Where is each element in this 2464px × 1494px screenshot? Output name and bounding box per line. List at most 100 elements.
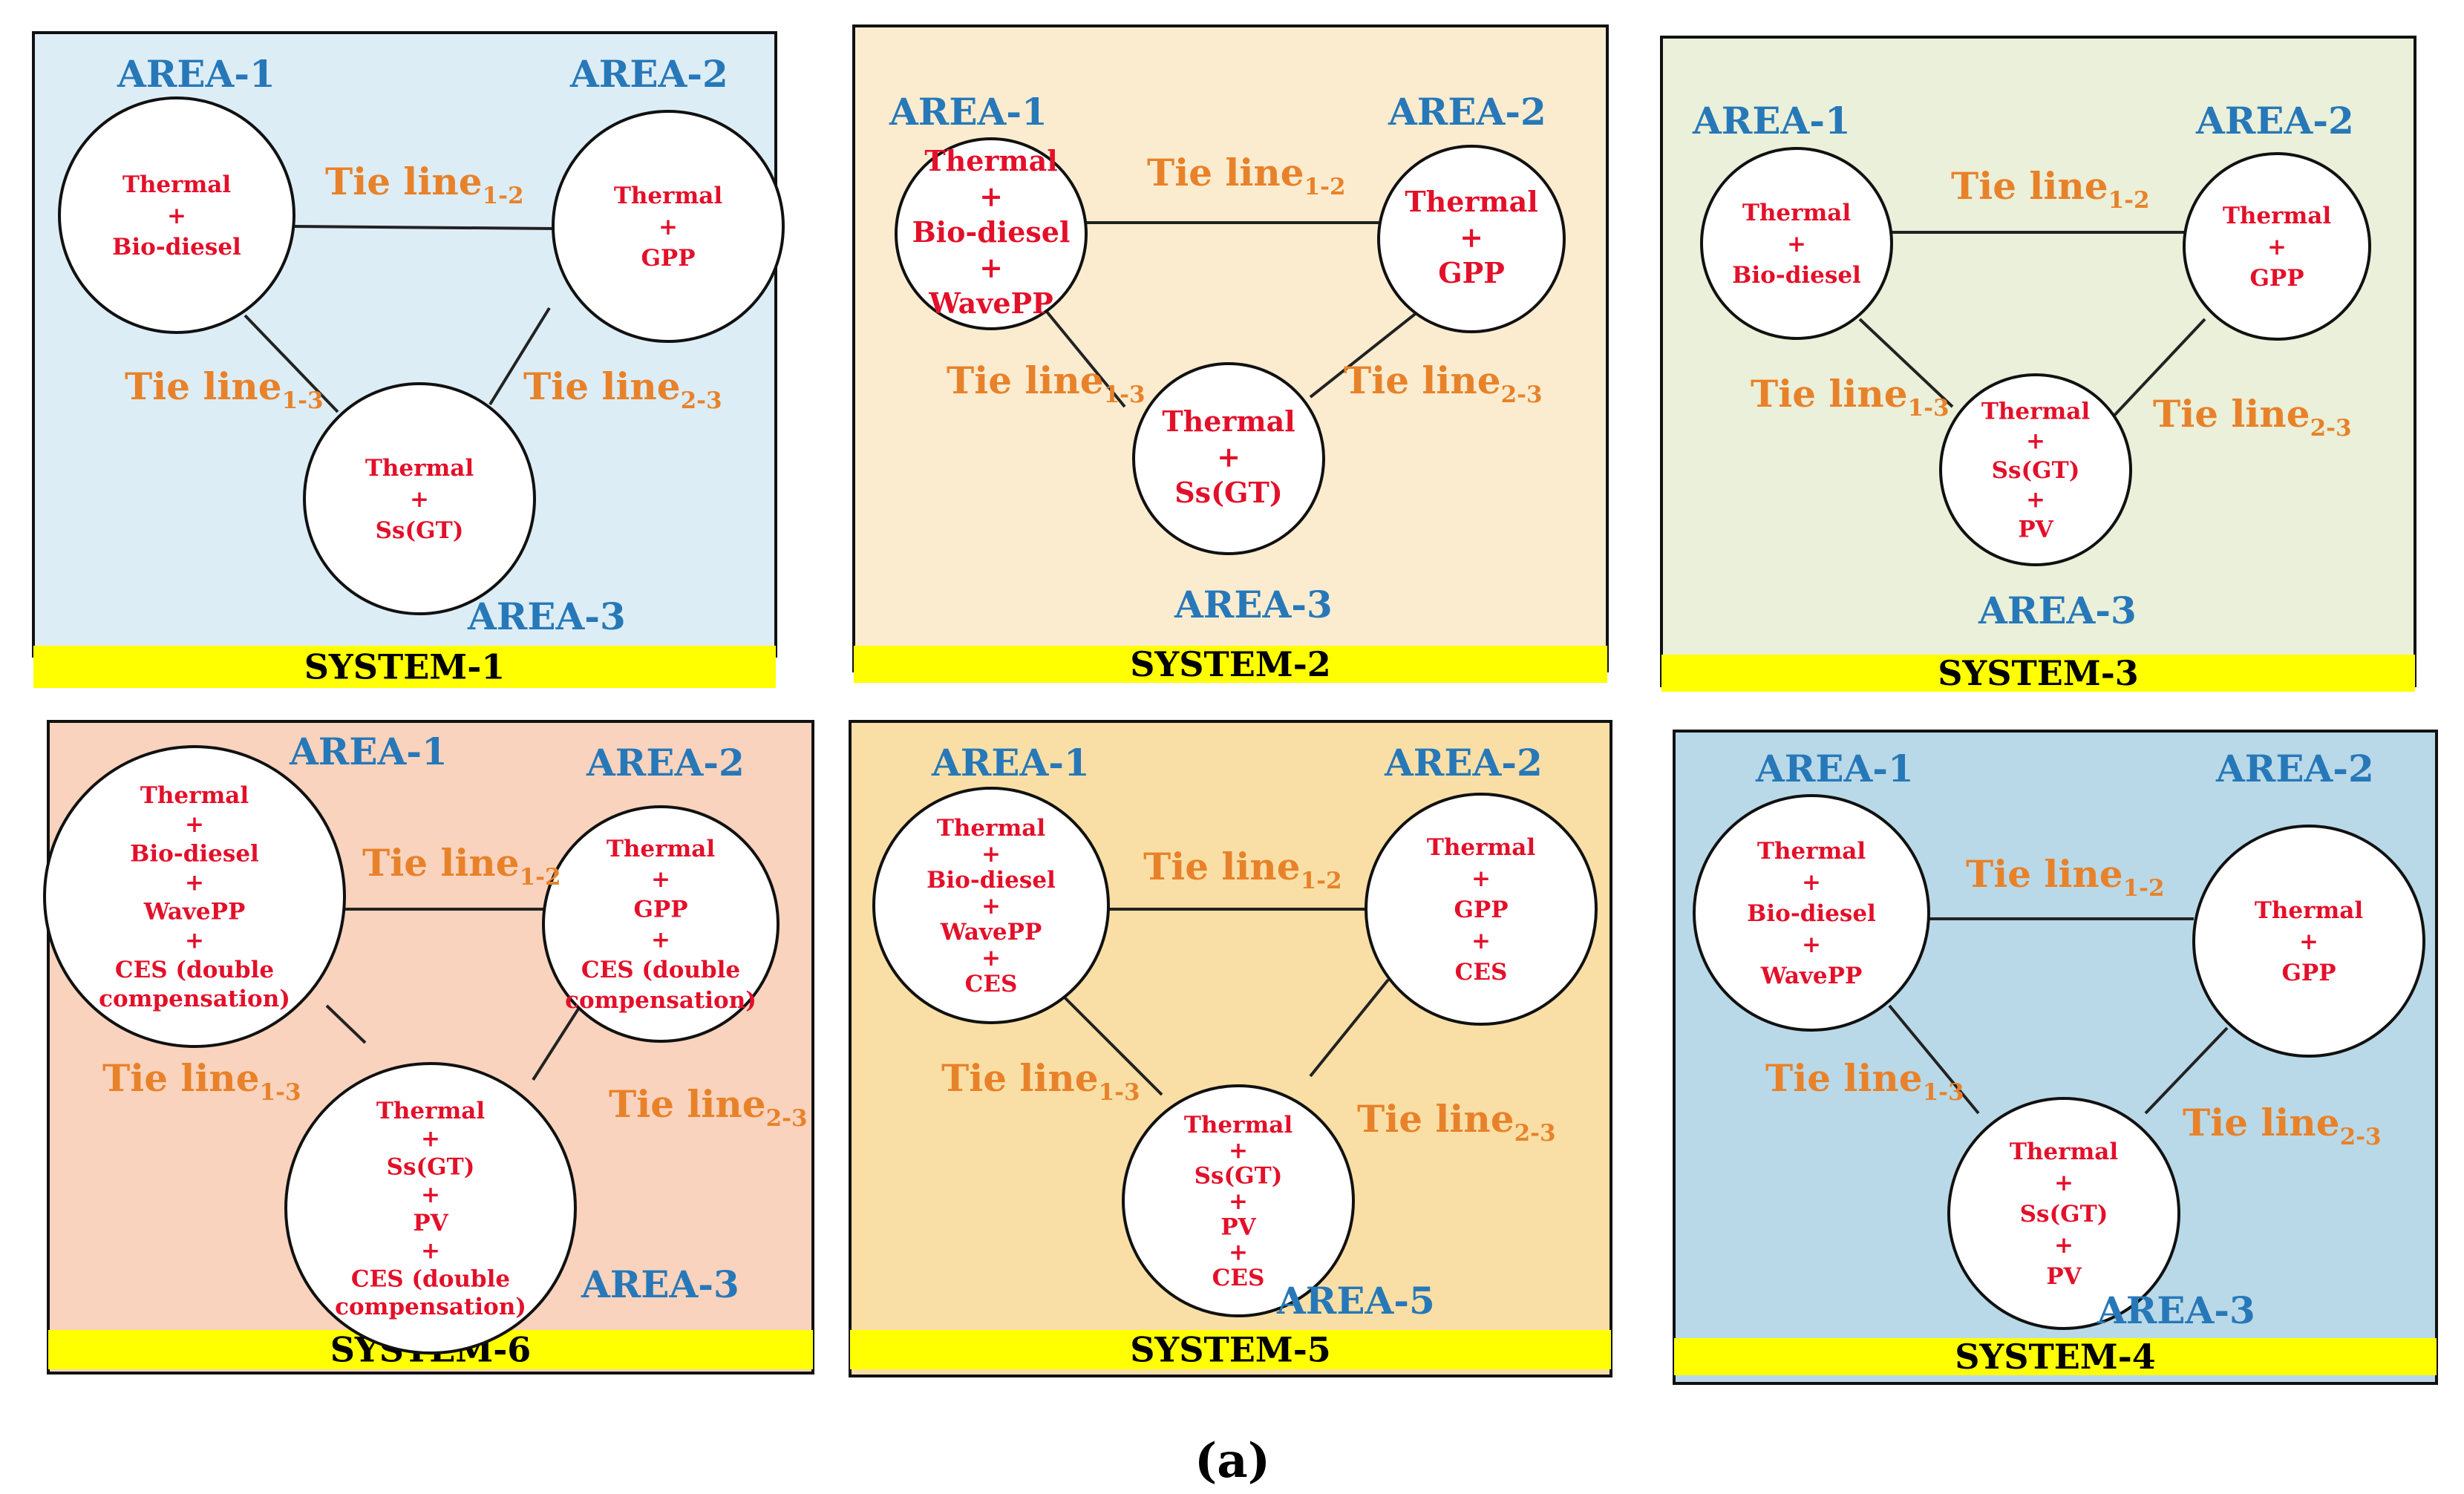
panel-background <box>1660 36 2416 687</box>
area-label: AREA-5 <box>1276 1279 1435 1323</box>
panel-background <box>852 24 1609 672</box>
tie-line-connector-2 <box>244 314 339 413</box>
tie-line-label: Tie line1-3 <box>947 358 1146 408</box>
tie-line-connector-3 <box>1309 978 1390 1078</box>
area-component-text: + <box>1802 931 1821 958</box>
system-title-bar <box>1674 1338 2437 1375</box>
tie-line-label: Tie line2-3 <box>609 1082 808 1132</box>
tie-line-connector-3 <box>532 1000 584 1081</box>
tie-line-text: Tie line <box>523 364 681 408</box>
tie-line-subscript: 2-3 <box>1514 1120 1556 1147</box>
tie-line-subscript: 1-2 <box>2108 187 2150 214</box>
tie-line-text: Tie line <box>1765 1056 1923 1100</box>
area-circle <box>895 137 1088 330</box>
area-component-text: + <box>421 1238 440 1265</box>
area-component-text: GPP <box>2249 265 2304 292</box>
tie-line-connector-2 <box>1858 318 1954 408</box>
tie-line-text: Tie line <box>947 358 1104 402</box>
system-panel-5: SYSTEM-5 Thermal+Bio-diesel+WavePP+CES ARE… <box>849 720 1612 1377</box>
tie-line-label: Tie line1-3 <box>125 364 324 414</box>
tie-line-label: Tie line1-3 <box>102 1056 301 1106</box>
area-component-text: + <box>185 811 204 838</box>
area-node-1: Thermal+Bio-diesel+WavePP <box>895 137 1088 330</box>
area-component-text: Thermal <box>2223 203 2331 229</box>
area-node-1: Thermal+Bio-diesel+WavePP+CES <box>872 787 1110 1024</box>
area-node-3: Thermal+Ss(GT) <box>1132 362 1325 555</box>
system-panel-1: SYSTEM-1Thermal+Bio-dieselAREA-1Thermal+… <box>32 31 785 688</box>
area-component-text: + <box>1471 865 1491 892</box>
tie-line-label: Tie line1-2 <box>362 841 561 891</box>
tie-line-subscript: 2-3 <box>766 1105 808 1132</box>
area-component-text: Thermal <box>924 144 1057 177</box>
area-component-text: Thermal <box>1405 185 1537 218</box>
area-component-text: CES <box>965 971 1018 997</box>
area-circle <box>43 745 346 1048</box>
tie-line-label: Tie line2-3 <box>1357 1097 1556 1147</box>
tie-line-subscript: 1-3 <box>1908 395 1950 422</box>
tie-line-label: Tie line1-3 <box>1751 372 1950 422</box>
area-component-text: + <box>981 945 1001 972</box>
system-title: SYSTEM-5 <box>1130 1330 1331 1370</box>
area-component-text: GPP <box>641 245 695 272</box>
area-label: AREA-2 <box>586 741 745 784</box>
tie-line-text: Tie line <box>362 841 520 885</box>
area-component-text: + <box>1217 440 1241 474</box>
area-component-text: GPP <box>633 897 687 923</box>
area-component-text: WavePP <box>143 899 246 925</box>
area-component-text: Ss(GT) <box>2020 1201 2108 1228</box>
area-component-text: + <box>2054 1170 2074 1196</box>
area-node-1: Thermal+Bio-diesel <box>58 96 295 334</box>
area-circle <box>303 382 536 615</box>
tie-line-subscript: 1-2 <box>2123 875 2165 902</box>
tie-line-subscript: 2-3 <box>681 387 722 414</box>
area-component-text: + <box>1460 220 1483 254</box>
area-label: AREA-1 <box>289 730 448 773</box>
area-component-text: Thermal <box>1162 404 1295 438</box>
area-node-1: Thermal+Bio-diesel <box>1700 147 1893 340</box>
tie-line-connector-1 <box>293 225 554 230</box>
system-title-bar <box>33 646 776 688</box>
area-component-text: CES <box>1212 1265 1265 1291</box>
area-component-text: + <box>2299 928 2318 955</box>
area-component-text: Ss(GT) <box>1174 476 1283 509</box>
system-panel-2: SYSTEM-2Thermal+Bio-diesel+WavePPAREA-1T… <box>852 24 1609 684</box>
area-node-2: Thermal+GPP <box>1377 145 1566 333</box>
tie-line-text: Tie line <box>941 1056 1099 1100</box>
tie-line-text: Tie line <box>1357 1097 1514 1141</box>
area-component-text: + <box>421 1182 440 1208</box>
tie-line-subscript: 1-3 <box>260 1079 301 1106</box>
area-circle <box>1377 145 1566 333</box>
area-component-text: WavePP <box>928 286 1053 320</box>
area-component-text: + <box>185 869 204 896</box>
area-label: AREA-3 <box>1978 589 2137 632</box>
tie-line-connector-3 <box>2109 318 2206 421</box>
area-component-text: Bio-diesel <box>112 234 241 261</box>
tie-line-label: Tie line1-2 <box>1143 845 1342 894</box>
area-node-3: Thermal+Ss(GT) <box>303 382 536 615</box>
area-node-2: Thermal+GPP <box>552 110 785 343</box>
area-component-text: + <box>2054 1232 2074 1259</box>
area-circle <box>2192 825 2425 1058</box>
area-node-3: Thermal+Ss(GT)+PV+CES <box>1122 1084 1355 1317</box>
tie-line-text: Tie line <box>2183 1101 2340 1144</box>
tie-line-subscript: 1-3 <box>1923 1079 1964 1106</box>
area-component-text: CES (double <box>581 957 740 983</box>
area-component-text: + <box>1229 1239 1248 1266</box>
area-component-text: GPP <box>2281 960 2336 986</box>
tie-line-connector-2 <box>1060 993 1163 1096</box>
tie-line-subscript: 1-2 <box>1304 174 1346 200</box>
area-component-text: WavePP <box>1760 963 1863 989</box>
tie-line-subscript: 2-3 <box>2340 1124 2382 1150</box>
tie-line-text: Tie line <box>2153 392 2310 436</box>
system-title-bar <box>850 1330 1611 1369</box>
area-component-text: PV <box>2046 1263 2082 1290</box>
area-component-text: Thermal <box>365 455 474 482</box>
tie-line-label: Tie line2-3 <box>523 364 722 414</box>
area-node-2: Thermal+GPP <box>2192 825 2425 1058</box>
tie-line-subscript: 2-3 <box>2310 415 2352 442</box>
area-label: AREA-1 <box>117 52 275 96</box>
area-component-text: CES <box>1455 959 1508 986</box>
tie-line-connector-2 <box>325 1004 367 1044</box>
